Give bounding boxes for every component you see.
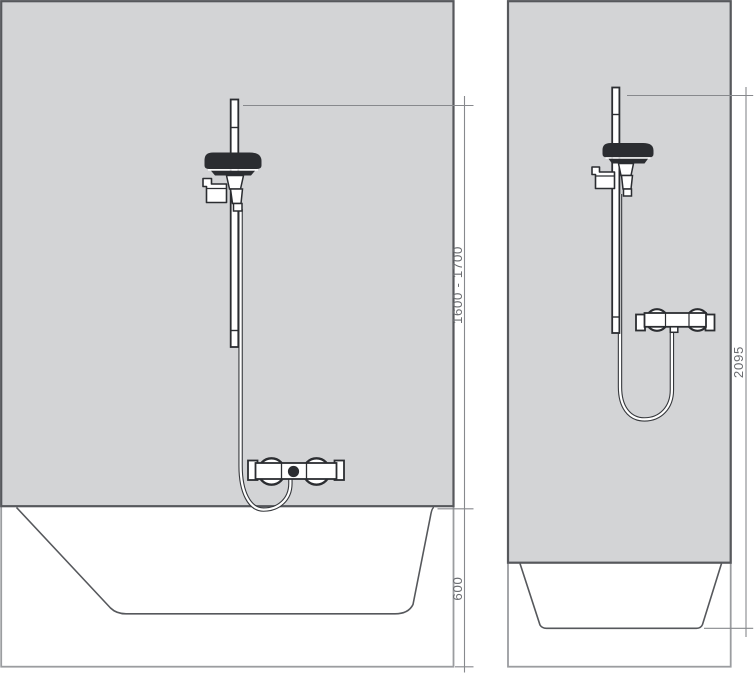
- shower-head: [204, 152, 262, 169]
- hand-shower: [591, 143, 654, 197]
- dimension-label-total-height: 2095: [731, 346, 746, 378]
- shower-hose: [617, 194, 675, 422]
- hose-highlight: [618, 194, 673, 421]
- hose-outlet: [287, 465, 300, 478]
- wall-bar-set: [202, 98, 262, 348]
- tiled-wall: [0, 0, 455, 508]
- shower-head: [602, 143, 654, 158]
- wall-bar-set: [591, 86, 654, 334]
- shower-holder: [202, 177, 228, 204]
- dimension-label-tub-height: 600: [450, 576, 465, 600]
- hand-shower: [202, 152, 262, 212]
- hose-nut: [232, 202, 243, 212]
- shower-tray-dimensions: 2095: [627, 87, 754, 637]
- spray-face: [211, 170, 255, 176]
- bathtub-dimensions: 1600 - 1700 600: [243, 96, 474, 673]
- wall-bar: [229, 98, 240, 348]
- wall-bar: [611, 86, 621, 334]
- hose-nut: [622, 188, 633, 197]
- shower-handle-lower: [620, 174, 634, 190]
- spray-face: [608, 158, 648, 164]
- bathtub-panel: [0, 0, 455, 668]
- shower-handle-upper: [225, 174, 245, 190]
- hose-outlet: [669, 326, 679, 334]
- shower-handle-upper: [617, 162, 635, 177]
- bathtub-rim: [15, 506, 435, 615]
- hose-highlight: [239, 209, 292, 511]
- thermostat-mixer: [247, 457, 345, 486]
- mixer-body: [643, 312, 707, 328]
- shower-tray-rim: [519, 563, 723, 630]
- thermostat-mixer: [635, 308, 716, 334]
- shower-hose: [238, 209, 293, 512]
- shower-handle-lower: [229, 188, 244, 205]
- shower-holder: [591, 166, 616, 190]
- dimension-label-rail-height: 1600 - 1700: [450, 246, 465, 324]
